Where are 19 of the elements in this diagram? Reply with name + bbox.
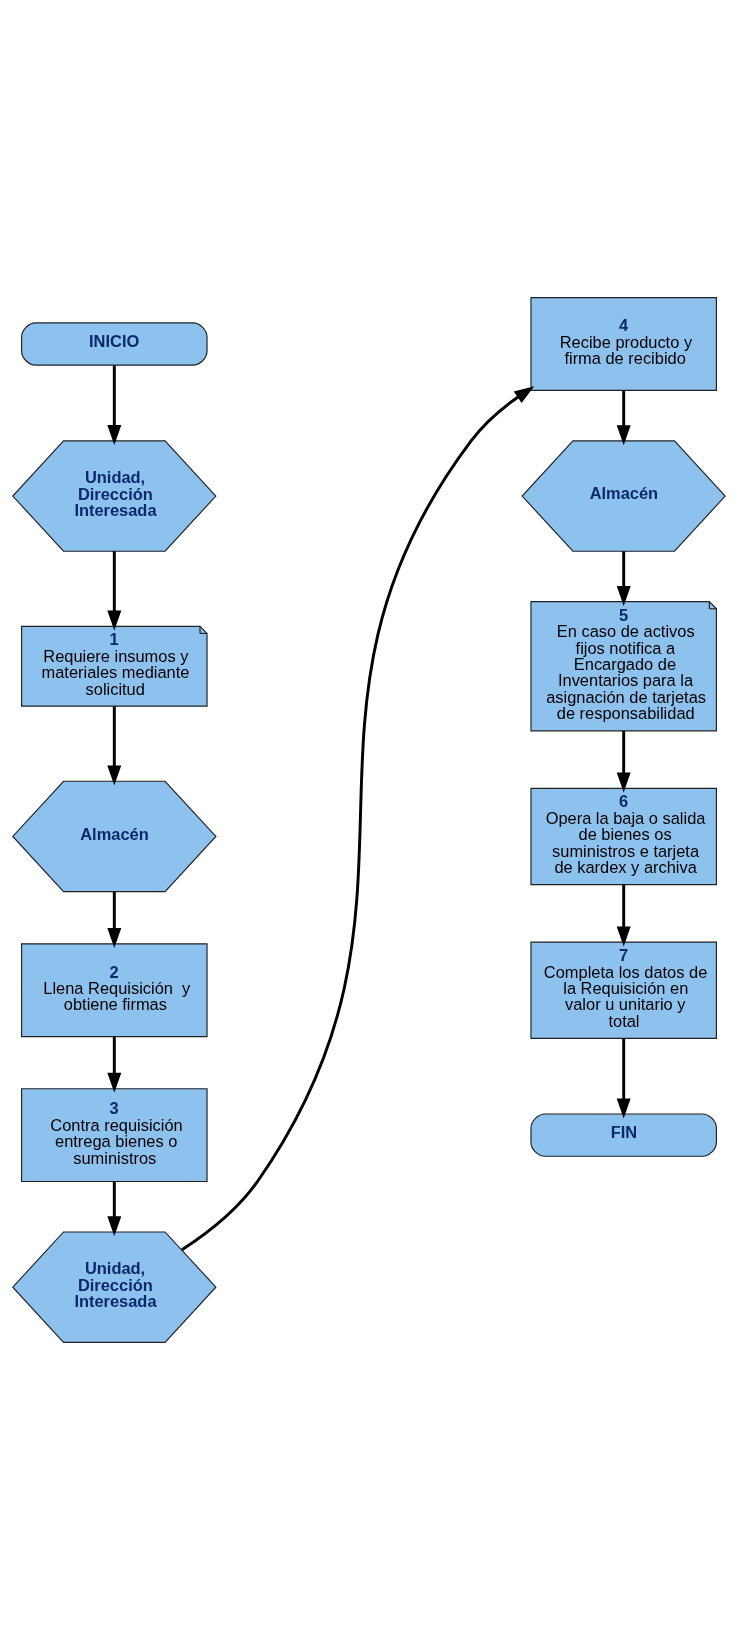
node-box: INICIO <box>21 321 208 366</box>
node-box: 6 Opera la baja o salida de bienes os suministros e tarjeta de kardex y archiva <box>530 787 717 885</box>
arrow <box>616 884 631 946</box>
node-box: 7 Completa los datos de la Requisición en valor u unitario y total <box>530 941 717 1039</box>
node-box: FIN <box>530 1112 717 1157</box>
arrow <box>616 390 631 445</box>
node-box: 2 Llena Requisición y obtiene firmas <box>21 942 208 1037</box>
arrow <box>107 1181 122 1236</box>
arrow <box>616 1037 631 1118</box>
node-box: 4 Recibe producto y firma de recibido <box>530 296 717 391</box>
arrow <box>181 385 535 1251</box>
arrow <box>107 1036 122 1093</box>
arrow <box>107 364 122 445</box>
arrow <box>616 550 631 606</box>
node-box: 3 Contra requisición entrega bienes o suministros <box>21 1087 208 1182</box>
arrow <box>107 705 122 785</box>
arrow <box>107 550 122 630</box>
arrow <box>616 730 631 792</box>
arrow <box>107 891 122 948</box>
